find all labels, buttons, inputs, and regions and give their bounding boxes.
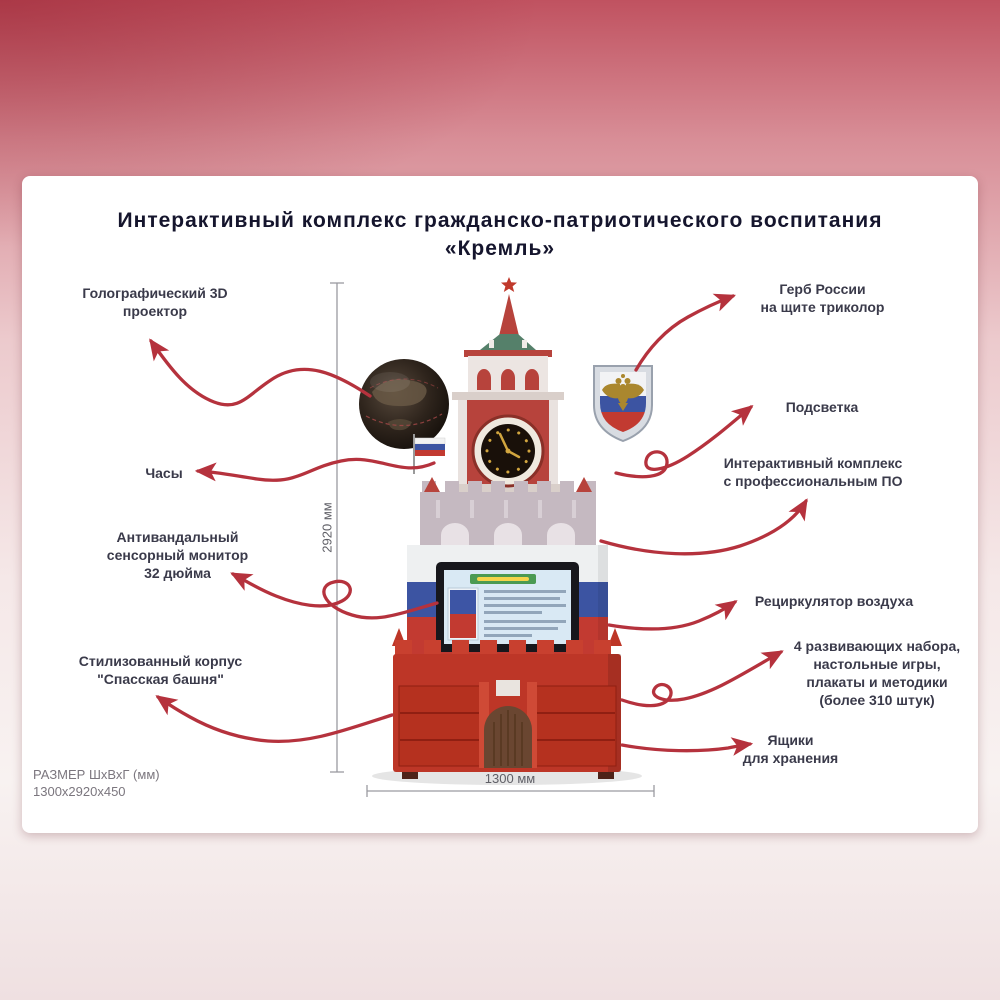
arrow-to-light-label (614, 404, 754, 479)
callout-learning-kits: 4 развивающих набора, настольные игры, п… (782, 637, 972, 709)
emblem-shield (593, 365, 653, 443)
callout-line: 32 дюйма (144, 565, 211, 581)
callout-line: Часы (145, 465, 183, 481)
callout-line: Интерактивный комплекс (723, 455, 903, 471)
callout-emblem: Герб России на щите триколор (740, 280, 905, 316)
callout-storage-drawers: Ящики для хранения (728, 731, 853, 767)
callout-backlight: Подсветка (762, 398, 882, 416)
callout-line: 4 развивающих набора, (793, 638, 961, 654)
poster-title: Интерактивный комплекс гражданско-патрио… (0, 207, 1000, 263)
callout-line: настольные игры, (813, 656, 941, 672)
size-note-title: РАЗМЕР ШхВхГ (мм) (33, 767, 160, 782)
callout-line: с профессиональным ПО (723, 473, 903, 489)
arrow-to-air-label (607, 600, 738, 631)
callout-holographic-projector: Голографический 3D проектор (70, 284, 240, 320)
callout-air-recirculator: Рециркулятор воздуха (744, 592, 924, 610)
callout-line: Голографический 3D (82, 285, 228, 301)
callout-line: проектор (122, 303, 188, 319)
title-line1: Интерактивный комплекс гражданско-патрио… (117, 209, 883, 232)
spire (499, 294, 519, 336)
callout-line: на щите триколор (760, 299, 885, 315)
callout-clock: Часы (128, 464, 200, 482)
callout-line: плакаты и методики (806, 674, 948, 690)
callout-software: Интерактивный комплекс с профессиональны… (708, 454, 918, 490)
double-eagle-icon (602, 374, 644, 411)
clock-tower (452, 392, 564, 492)
green-roof (480, 334, 536, 350)
drawer-right (533, 685, 617, 767)
arrow-to-drawers-label (620, 737, 754, 756)
touchscreen-monitor (436, 562, 579, 652)
tower-mid (420, 477, 596, 545)
tower-top (464, 277, 552, 392)
arrow-to-projector-label (149, 338, 372, 407)
callout-line: Антивандальный (116, 529, 239, 545)
arrow-to-clock-label (194, 457, 436, 482)
width-dimension-label: 1300 мм (484, 771, 536, 786)
callout-line: Подсветка (785, 399, 859, 415)
height-dimension-label: 2920 мм (319, 502, 335, 553)
belfry-cornice (464, 350, 552, 357)
callout-arrows (149, 293, 808, 756)
callout-line: Стилизованный корпус (78, 653, 243, 669)
star-icon (501, 277, 517, 292)
drawer-left (398, 685, 482, 767)
arrow-to-body-label (155, 695, 394, 744)
callout-line: Герб России (779, 281, 866, 297)
size-note-value: 1300х2920х450 (33, 784, 126, 799)
size-note: РАЗМЕР ШхВхГ (мм) 1300х2920х450 (33, 766, 160, 800)
arrow-to-emblem-label (634, 293, 737, 372)
callout-line: "Спасская башня" (97, 671, 224, 687)
arrow-to-software-label (599, 498, 808, 556)
arrow-to-kits-label (620, 650, 784, 708)
tower-base (392, 628, 622, 779)
callout-line: сенсорный монитор (106, 547, 249, 563)
callout-line: Рециркулятор воздуха (754, 593, 914, 609)
callout-line: (более 310 штук) (819, 692, 935, 708)
callout-line: Ящики (767, 732, 814, 748)
holographic-globe (359, 359, 449, 449)
arrow-to-monitor-label (230, 572, 439, 620)
callout-line: для хранения (742, 750, 839, 766)
dimension-lines (330, 282, 655, 797)
callout-touch-monitor: Антивандальный сенсорный монитор 32 дюйм… (85, 528, 270, 582)
callout-stylized-body: Стилизованный корпус "Спасская башня" (58, 652, 263, 688)
title-line2: «Кремль» (444, 237, 556, 260)
